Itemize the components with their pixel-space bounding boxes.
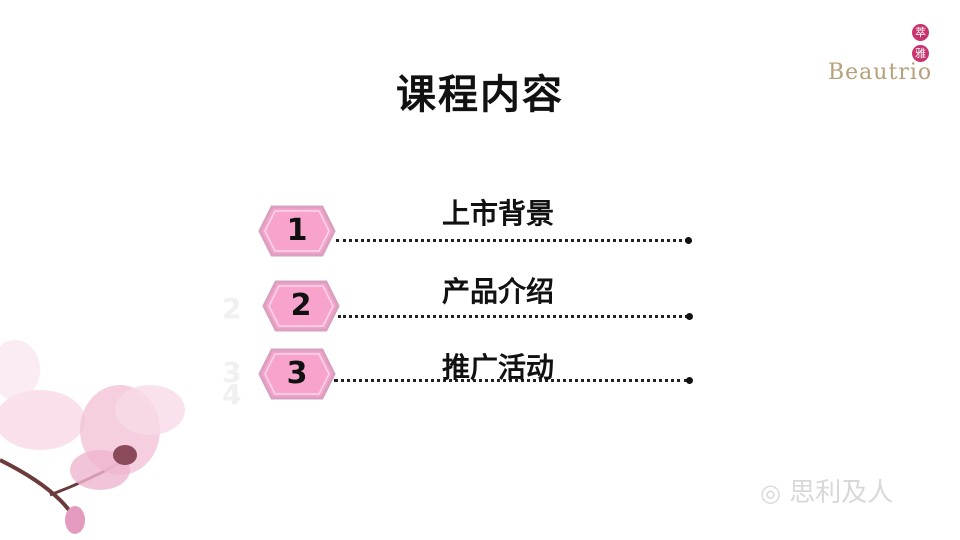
- item-number: 2: [290, 288, 312, 323]
- item-number-badge: 2: [262, 280, 340, 332]
- item-number: 3: [286, 356, 308, 391]
- item-label: 推广活动: [442, 351, 555, 384]
- ghost-number: 2: [222, 292, 242, 325]
- page-title: 课程内容: [396, 72, 564, 118]
- brand-logo: Beautrio: [828, 60, 933, 85]
- magnolia-flower-decoration: [0, 340, 185, 534]
- line-end-dot: [686, 377, 693, 384]
- item-number: 1: [286, 213, 308, 248]
- item-label: 产品介绍: [442, 275, 555, 308]
- logo-char: 雅: [912, 45, 929, 62]
- line-end-dot: [686, 313, 693, 320]
- wechat-icon: ◎: [760, 479, 781, 507]
- dotted-line: [336, 239, 688, 242]
- wechat-watermark: ◎ 思利及人: [760, 472, 893, 509]
- dotted-line: [334, 379, 688, 382]
- logo-char: 萃: [912, 24, 929, 41]
- dotted-line: [338, 315, 688, 318]
- item-label: 上市背景: [442, 197, 555, 230]
- line-end-dot: [685, 237, 692, 244]
- item-number-badge: 3: [258, 348, 336, 400]
- watermark-text: 思利及人: [789, 478, 894, 508]
- item-number-badge: 1: [258, 205, 336, 257]
- brand-logo-chinese: 萃 雅: [912, 24, 930, 66]
